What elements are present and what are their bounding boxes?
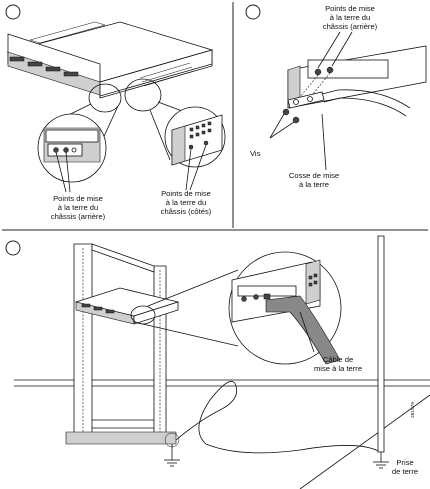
rear-zoom-source [88,83,122,113]
panel-2-step-marker [245,4,261,20]
svg-text:à la terre du: à la terre du [330,13,371,22]
side-vents [139,62,195,87]
svg-text:à la terre du: à la terre du [58,203,99,212]
svg-text:châssis (côtés): châssis (côtés) [161,207,212,216]
svg-text:Points de mise: Points de mise [161,189,211,198]
side-vent-grid [189,121,212,139]
grounding-lug [287,89,411,117]
label-cable: Câble de mise à la terre [314,355,362,373]
side-detail-callout [164,106,226,191]
svg-text:à la terre du: à la terre du [166,198,207,207]
panel-3-step-marker [5,240,21,256]
side-zoom-source [124,78,162,112]
svg-text:Câble de: Câble de [323,355,353,364]
label-screws: Vis [250,149,261,158]
svg-text:à la terre: à la terre [299,180,329,189]
svg-text:châssis (arrière): châssis (arrière) [323,22,378,31]
svg-text:Points de mise: Points de mise [53,194,103,203]
label-rear-points-1: Points de mise à la terre du châssis (ar… [51,194,106,221]
panel-3: Câble de mise à la terre Prise de terre … [5,235,430,489]
svg-text:Cosse de mise: Cosse de mise [289,171,339,180]
figure-code: 281579 [410,402,416,418]
label-side-points: Points de mise à la terre du châssis (cô… [161,189,212,216]
rear-detail-callout [37,113,107,193]
front-ports [9,56,79,77]
rack-ground-symbol [164,432,180,467]
ground-rod [373,235,389,469]
label-ground: Prise de terre [392,458,418,476]
panel-1-step-marker [5,4,21,20]
label-rear-points-2: Points de mise à la terre du châssis (ar… [323,4,378,31]
svg-text:de terre: de terre [392,467,418,476]
detail-cable [265,295,341,365]
ground-cable-run [175,381,381,454]
label-lug: Cosse de mise à la terre [289,171,339,189]
panel-2: Points de mise à la terre du châssis (ar… [245,4,427,189]
svg-text:mise à la terre: mise à la terre [314,364,362,373]
floor-diagonal [299,394,430,489]
svg-text:Prise: Prise [396,458,413,467]
detail-vents [308,273,318,287]
svg-text:châssis (arrière): châssis (arrière) [51,212,106,221]
equipment-rack [65,243,177,445]
cable-detail-callout [228,251,342,365]
switch-chassis [6,21,214,99]
svg-text:Points de mise: Points de mise [325,4,375,13]
panel-1: Points de mise à la terre du châssis (ar… [5,4,226,221]
screws [269,108,300,139]
